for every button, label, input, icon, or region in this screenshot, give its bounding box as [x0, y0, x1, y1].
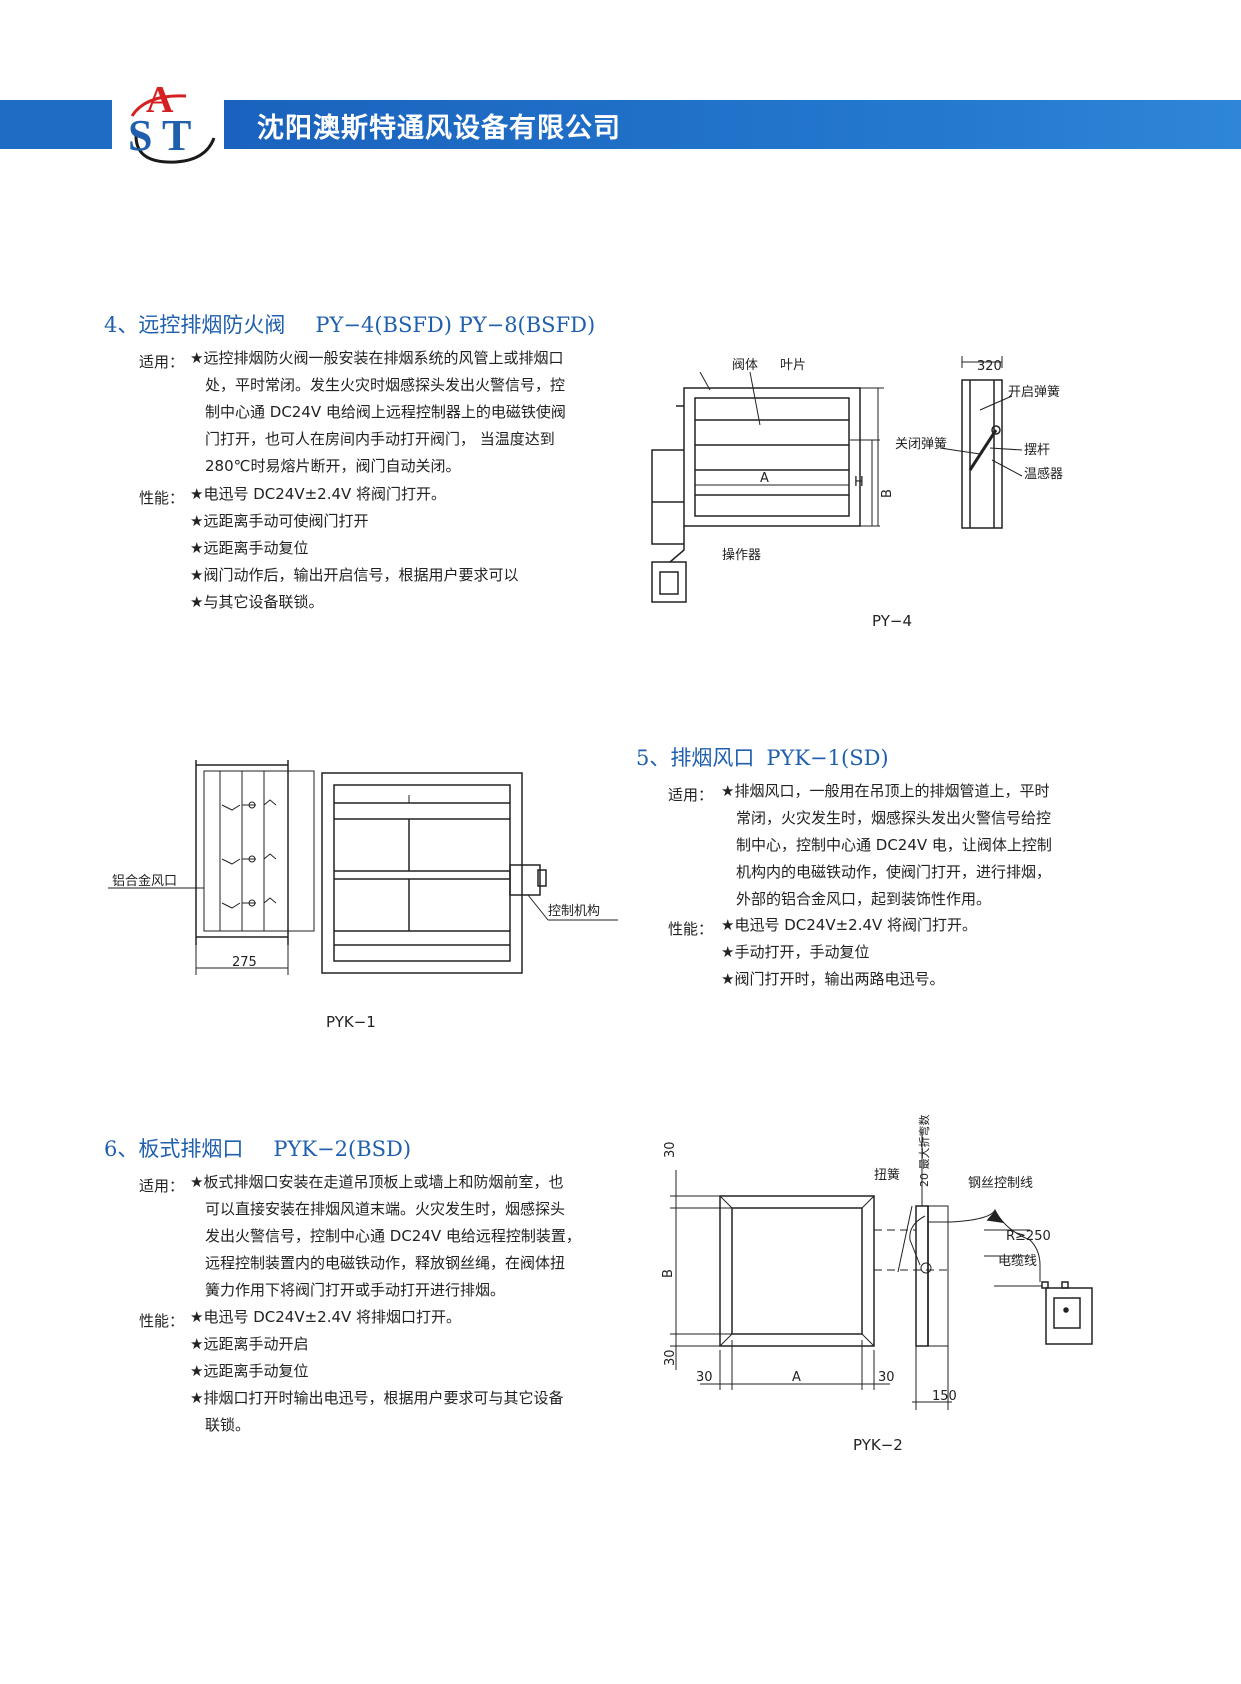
company-name: 沈阳澳斯特通风设备有限公司 — [257, 113, 621, 144]
section-4-use-line: ★远控排烟防火阀一般安装在排烟系统的风管上或排烟口 — [190, 349, 564, 367]
section-4-use-text: ★远控排烟防火阀一般安装在排烟系统的风管上或排烟口 处，平时常闭。发生火灾时烟感… — [190, 345, 566, 480]
section-4-title: 4、远控排烟防火阀 PY−4(BSFD) PY−8(BSFD) — [104, 309, 595, 339]
dim-30-top: 30 — [663, 1141, 678, 1158]
section-5-use-line: ★排烟风口，一般用在吊顶上的排烟管道上，平时 — [721, 782, 1050, 800]
section-6-perf-item: ★远距离手动开启 — [190, 1335, 309, 1353]
section-6-perf-item: ★远距离手动复位 — [190, 1362, 309, 1380]
label-torsion-spring: 扭簧 — [874, 1167, 900, 1183]
section-6-perf-item: ★排烟口打开时输出电迅号，根据用户要求可与其它设备 — [190, 1389, 564, 1407]
label-operator: 操作器 — [722, 547, 761, 563]
logo-letter-s: S — [128, 111, 152, 160]
section-5-use-line: 外部的铝合金风口，起到装饰性作用。 — [736, 890, 992, 908]
label-wire-control: 钢丝控制线 — [968, 1176, 1033, 1191]
section-6-use-line: 可以直接安装在排烟风道末端。火灾发生时，烟感探头 — [205, 1200, 566, 1218]
pyk2-diagram: 30 B 30 30 A 30 150 扭簧 20 最大折弯数 钢丝控制线 R≥… — [661, 1115, 1093, 1410]
label-open-spring: 开启弹簧 — [1008, 384, 1060, 400]
dim-320: 320 — [977, 359, 1002, 374]
section-5-perf-list: ★电迅号 DC24V±2.4V 将阀门打开。 ★手动打开，手动复位 ★阀门打开时… — [721, 912, 977, 993]
label-control-mechanism: 控制机构 — [548, 904, 600, 919]
label-aluminum-grille: 铝合金风口 — [112, 873, 177, 889]
dim-30-bottom: 30 — [663, 1349, 678, 1366]
label-radius: R≥250 — [1006, 1229, 1051, 1244]
py4-diagram: 阀体 叶片 A B H 操作器 320 开启弹簧 关闭弹簧 摆杆 温感器 — [651, 356, 1063, 603]
dim-275: 275 — [232, 955, 257, 970]
dim-b: B — [880, 489, 895, 498]
company-logo: A S T — [128, 79, 216, 164]
section-4-use-line: 门打开，也可人在房间内手动打开阀门， 当温度达到 — [205, 430, 555, 448]
header-bar-left — [0, 100, 112, 149]
section-6-perf-item: 联锁。 — [205, 1416, 251, 1434]
section-6-perf-label: 性能： — [139, 1312, 185, 1330]
section-5-perf-label: 性能： — [668, 920, 714, 938]
section-6-use-text: ★板式排烟口安装在走道吊顶板上或墙上和防烟前室，也 可以直接安装在排烟风道末端。… — [190, 1169, 581, 1304]
py4-caption: PY−4 — [872, 612, 912, 630]
section-5-use-label: 适用： — [668, 786, 714, 804]
pyk2-caption: PYK−2 — [853, 1436, 903, 1454]
section-4-perf-list: ★电迅号 DC24V±2.4V 将阀门打开。 ★远距离手动可使阀门打开 ★远距离… — [190, 481, 518, 616]
section-4-use-line: 280℃时易熔片断开，阀门自动关闭。 — [205, 457, 461, 475]
dim-a: A — [792, 1370, 801, 1385]
section-5-perf-item: ★手动打开，手动复位 — [721, 943, 870, 961]
logo-letter-a: A — [146, 79, 174, 121]
header-bar — [224, 100, 1241, 149]
section-4-heading: 4、远控排烟防火阀 — [104, 313, 286, 337]
section-6-heading: 6、板式排烟口 — [104, 1137, 244, 1161]
dim-30-left: 30 — [696, 1370, 713, 1385]
dim-b: B — [661, 1269, 676, 1278]
dim-h: H — [854, 475, 864, 490]
dim-30-right: 30 — [878, 1370, 895, 1385]
section-6-perf-item: ★电迅号 DC24V±2.4V 将排烟口打开。 — [190, 1308, 462, 1326]
section-5-model: PYK−1(SD) — [766, 746, 889, 770]
section-6-use-line: 发出火警信号，控制中心通 DC24V 电给远程控制装置， — [205, 1227, 581, 1245]
section-4-perf-item: ★远距离手动复位 — [190, 539, 309, 557]
section-4-perf-item: ★远距离手动可使阀门打开 — [190, 512, 369, 530]
section-5-use-line: 制中心，控制中心通 DC24V 电，让阀体上控制 — [736, 836, 1052, 854]
section-6-title: 6、板式排烟口 PYK−2(BSD) — [104, 1133, 411, 1163]
dim-150: 150 — [932, 1389, 957, 1404]
label-blade: 叶片 — [780, 358, 806, 373]
section-6-model: PYK−2(BSD) — [273, 1137, 412, 1161]
label-sensor: 温感器 — [1024, 466, 1063, 482]
label-bend-note: 20 最大折弯数 — [917, 1115, 931, 1188]
section-5-perf-item: ★阀门打开时，输出两路电迅号。 — [721, 970, 945, 988]
section-5-use-line: 机构内的电磁铁动作，使阀门打开，进行排烟， — [736, 863, 1052, 881]
dim-a: A — [760, 471, 769, 486]
section-5-use-text: ★排烟风口，一般用在吊顶上的排烟管道上，平时 常闭，火灾发生时，烟感探头发出火警… — [721, 778, 1052, 913]
pyk1-caption: PYK−1 — [326, 1013, 376, 1031]
section-4-use-line: 处，平时常闭。发生火灾时烟感探头发出火警信号，控 — [205, 376, 566, 394]
section-5-perf-item: ★电迅号 DC24V±2.4V 将阀门打开。 — [721, 916, 978, 934]
section-4-use-line: 制中心通 DC24V 电给阀上远程控制器上的电磁铁使阀 — [205, 403, 566, 421]
section-5-heading: 5、排烟风口 — [636, 746, 755, 770]
section-5-title: 5、排烟风口 PYK−1(SD) — [636, 742, 889, 772]
label-close-spring: 关闭弹簧 — [895, 436, 947, 452]
section-6-use-line: 簧力作用下将阀门打开或手动打开进行排烟。 — [205, 1281, 506, 1299]
label-cable: 电缆线 — [998, 1253, 1037, 1269]
section-4-perf-item: ★与其它设备联锁。 — [190, 593, 324, 611]
section-6-use-line: 远程控制装置内的电磁铁动作，释放钢丝绳，在阀体扭 — [205, 1254, 566, 1272]
section-4-perf-item: ★阀门动作后，输出开启信号，根据用户要求可以 — [190, 566, 519, 584]
section-6-perf-list: ★电迅号 DC24V±2.4V 将排烟口打开。 ★远距离手动开启 ★远距离手动复… — [190, 1304, 563, 1439]
section-6-use-line: ★板式排烟口安装在走道吊顶板上或墙上和防烟前室，也 — [190, 1173, 564, 1191]
pyk1-diagram: 铝合金风口 控制机构 275 — [108, 760, 618, 975]
section-6-use-label: 适用： — [139, 1177, 185, 1195]
section-4-perf-label: 性能： — [139, 489, 185, 507]
label-valve-body: 阀体 — [732, 358, 758, 373]
section-4-model: PY−4(BSFD) PY−8(BSFD) — [315, 313, 596, 337]
label-lever: 摆杆 — [1024, 443, 1050, 458]
section-4-perf-item: ★电迅号 DC24V±2.4V 将阀门打开。 — [190, 485, 447, 503]
section-5-use-line: 常闭，火灾发生时，烟感探头发出火警信号给控 — [736, 809, 1052, 827]
logo-letter-t: T — [162, 111, 191, 160]
section-4-use-label: 适用： — [139, 353, 185, 371]
